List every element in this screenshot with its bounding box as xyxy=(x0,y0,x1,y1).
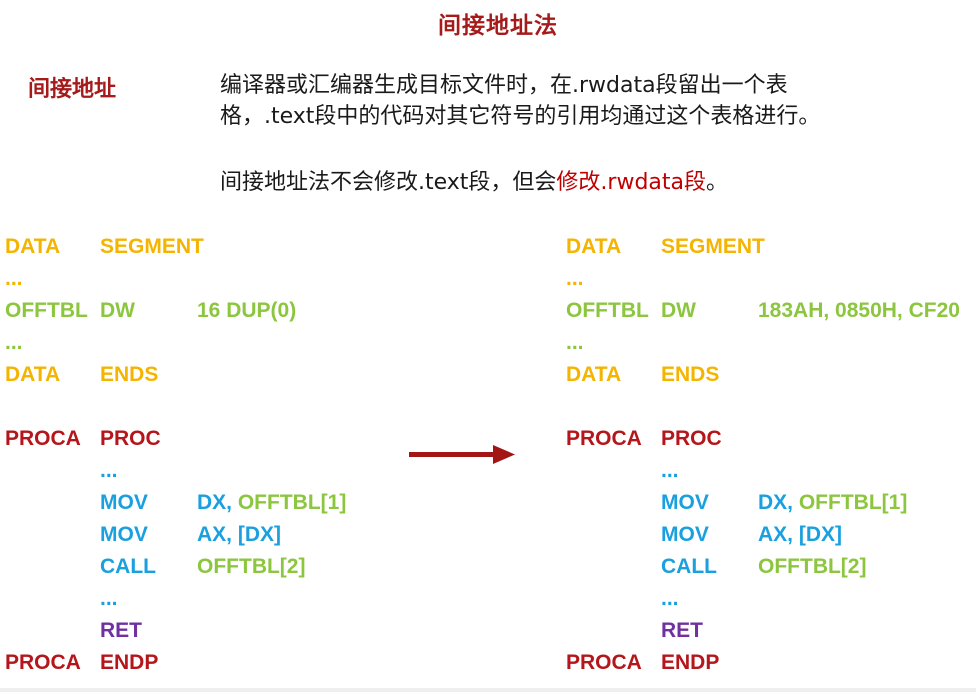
code-ellipsis: ... xyxy=(661,587,679,610)
code-directive: ENDS xyxy=(661,363,720,386)
code-label: PROCA xyxy=(566,427,642,450)
code-instruction: RET xyxy=(100,619,142,642)
code-register: DX, xyxy=(758,491,799,514)
code-operand: 183AH, 0850H, CF20 xyxy=(758,299,960,322)
code-instruction: MOV xyxy=(661,491,709,514)
code-register: DX, xyxy=(197,491,238,514)
code-operand: 16 DUP(0) xyxy=(197,299,297,322)
paragraph-2-text: 间接地址法不会修改.text段，但会 xyxy=(220,170,557,195)
description-paragraph-2: 间接地址法不会修改.text段，但会修改.rwdata段。 xyxy=(220,167,728,198)
code-directive: DW xyxy=(661,299,696,322)
code-instruction: MOV xyxy=(100,523,148,546)
code-label: OFFTBL xyxy=(566,299,649,322)
code-table-ref: OFFTBL[1] xyxy=(798,491,908,514)
code-instruction: RET xyxy=(661,619,703,642)
code-instruction: MOV xyxy=(661,523,709,546)
code-ellipsis: ... xyxy=(100,459,118,482)
code-directive: SEGMENT xyxy=(661,235,765,258)
code-directive: PROC xyxy=(100,427,161,450)
code-instruction: CALL xyxy=(100,555,156,578)
code-ellipsis: ... xyxy=(661,459,679,482)
code-ellipsis: ... xyxy=(5,267,23,290)
code-operand: AX, [DX] xyxy=(758,523,842,546)
code-operand: DX, OFFTBL[1] xyxy=(197,491,346,515)
code-label: PROCA xyxy=(5,427,81,450)
code-directive: SEGMENT xyxy=(100,235,204,258)
description-line-2: 格，.text段中的代码对其它符号的引用均通过这个表格进行。 xyxy=(220,104,821,129)
footer-divider xyxy=(0,688,976,692)
code-operand: DX, OFFTBL[1] xyxy=(758,491,907,515)
code-label: DATA xyxy=(5,363,61,386)
code-directive: ENDS xyxy=(100,363,159,386)
code-label: PROCA xyxy=(566,651,642,674)
code-table-ref: OFFTBL[1] xyxy=(237,491,347,514)
code-block-after: DATA SEGMENT ... OFFTBL DW 183AH, 0850H,… xyxy=(566,235,976,685)
code-ellipsis: ... xyxy=(100,587,118,610)
description-line-1: 编译器或汇编器生成目标文件时，在.rwdata段留出一个表 xyxy=(220,73,788,98)
arrow-right-icon xyxy=(409,445,515,464)
code-label: PROCA xyxy=(5,651,81,674)
code-directive: DW xyxy=(100,299,135,322)
code-block-before: DATA SEGMENT ... OFFTBL DW 16 DUP(0) ...… xyxy=(5,235,475,685)
code-ellipsis: ... xyxy=(566,331,584,354)
code-label: DATA xyxy=(566,363,622,386)
code-label: OFFTBL xyxy=(5,299,88,322)
code-label: DATA xyxy=(5,235,61,258)
slide-title: 间接地址法 xyxy=(438,13,558,39)
code-ellipsis: ... xyxy=(566,267,584,290)
code-directive: PROC xyxy=(661,427,722,450)
code-ellipsis: ... xyxy=(5,331,23,354)
code-label: DATA xyxy=(566,235,622,258)
code-operand: OFFTBL[2] xyxy=(197,555,306,578)
code-directive: ENDP xyxy=(661,651,720,674)
code-directive: ENDP xyxy=(100,651,159,674)
paragraph-2-highlight: 修改.rwdata段 xyxy=(556,170,707,195)
code-operand: AX, [DX] xyxy=(197,523,281,546)
code-instruction: MOV xyxy=(100,491,148,514)
code-operand: OFFTBL[2] xyxy=(758,555,867,578)
section-heading: 间接地址 xyxy=(28,77,117,102)
code-instruction: CALL xyxy=(661,555,717,578)
description-paragraph-1: 编译器或汇编器生成目标文件时，在.rwdata段留出一个表 格，.text段中的… xyxy=(220,70,820,132)
paragraph-2-end: 。 xyxy=(706,170,729,195)
